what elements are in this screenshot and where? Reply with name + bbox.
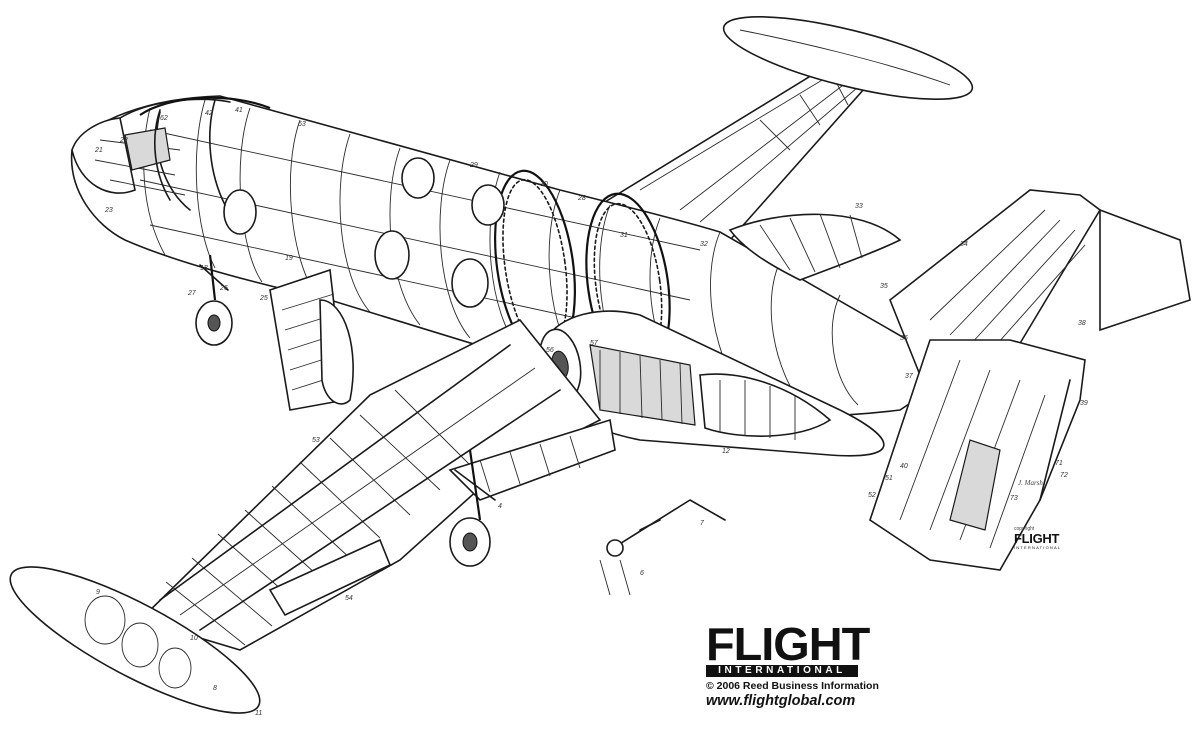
main-landing-gear (449, 449, 496, 567)
callout: 9 (96, 589, 100, 596)
horizontal-stabilizer (869, 339, 1086, 571)
callout: 21 (94, 147, 103, 154)
logo-wordmark: FLIGHT (706, 618, 870, 670)
callout-numbers: 22 42 41 21 62 63 26 27 19 23 25 18 28 2… (94, 107, 1088, 717)
callout: 52 (868, 492, 876, 499)
callout: 54 (345, 595, 353, 602)
callout: 36 (900, 335, 908, 342)
flight-stamp-small: copyright FLIGHT INTERNATIONAL (1014, 526, 1094, 550)
callout: 40 (900, 463, 908, 470)
callout: 6 (640, 570, 644, 577)
callout: 63 (298, 121, 306, 128)
callout: 4 (498, 503, 502, 510)
engine-cowl-panel (728, 213, 902, 281)
callout: 10 (190, 635, 198, 642)
callout: 62 (160, 115, 168, 122)
artist-signature: J. Marsh (1018, 479, 1043, 487)
nose-section (71, 98, 231, 211)
cabin-door-steps (269, 268, 354, 411)
callout: 57 (590, 340, 599, 347)
callout: 51 (885, 475, 893, 482)
callout: 33 (855, 203, 863, 210)
callout: 38 (1078, 320, 1086, 327)
callout: 73 (1010, 495, 1018, 502)
callout: 25 (259, 295, 268, 302)
callout: 12 (722, 448, 730, 455)
callout: 27 (187, 290, 197, 297)
callout: 8 (213, 685, 217, 692)
callout: 18 (200, 265, 208, 272)
cabin-windows (223, 157, 505, 308)
engine-nacelle (538, 310, 885, 457)
starboard-tip-tank (722, 16, 974, 100)
callout: 35 (880, 283, 888, 290)
callout: 39 (1080, 400, 1088, 407)
callout: 34 (960, 241, 968, 248)
port-tip-tank (9, 566, 261, 714)
stamp-small-text: copyright (1014, 526, 1035, 532)
callout: 22 (119, 137, 128, 144)
control-linkage-detail (599, 499, 726, 596)
callout: 71 (1055, 460, 1063, 467)
stamp-subtitle: INTERNATIONAL (1014, 545, 1062, 550)
callout: 31 (620, 232, 628, 239)
logo-subtitle: INTERNATIONAL (706, 665, 858, 677)
port-wing (138, 318, 616, 651)
copyright-notice: © 2006 Reed Business Information (706, 680, 879, 692)
callout: 53 (312, 437, 320, 444)
website-url: www.flightglobal.com (706, 693, 856, 709)
callout: 11 (255, 710, 262, 717)
callout: 28 (577, 195, 586, 202)
callout: 32 (700, 241, 708, 248)
stamp-wordmark: FLIGHT (1014, 531, 1060, 546)
cockpit-canopy (139, 96, 271, 206)
callout: 19 (285, 255, 293, 262)
callout: 7 (700, 520, 705, 527)
callout: 30 (540, 181, 548, 188)
callout: 23 (104, 207, 113, 214)
callout: 42 (205, 110, 213, 117)
callout: 26 (219, 285, 228, 292)
nose-landing-gear (195, 254, 233, 346)
callout: 41 (235, 107, 243, 114)
callout: 29 (469, 162, 478, 169)
callout: 56 (546, 347, 554, 354)
flight-international-logo: FLIGHT INTERNATIONAL © 2006 Reed Busines… (706, 618, 879, 709)
callout: 37 (905, 373, 914, 380)
callout: 72 (1060, 472, 1068, 479)
